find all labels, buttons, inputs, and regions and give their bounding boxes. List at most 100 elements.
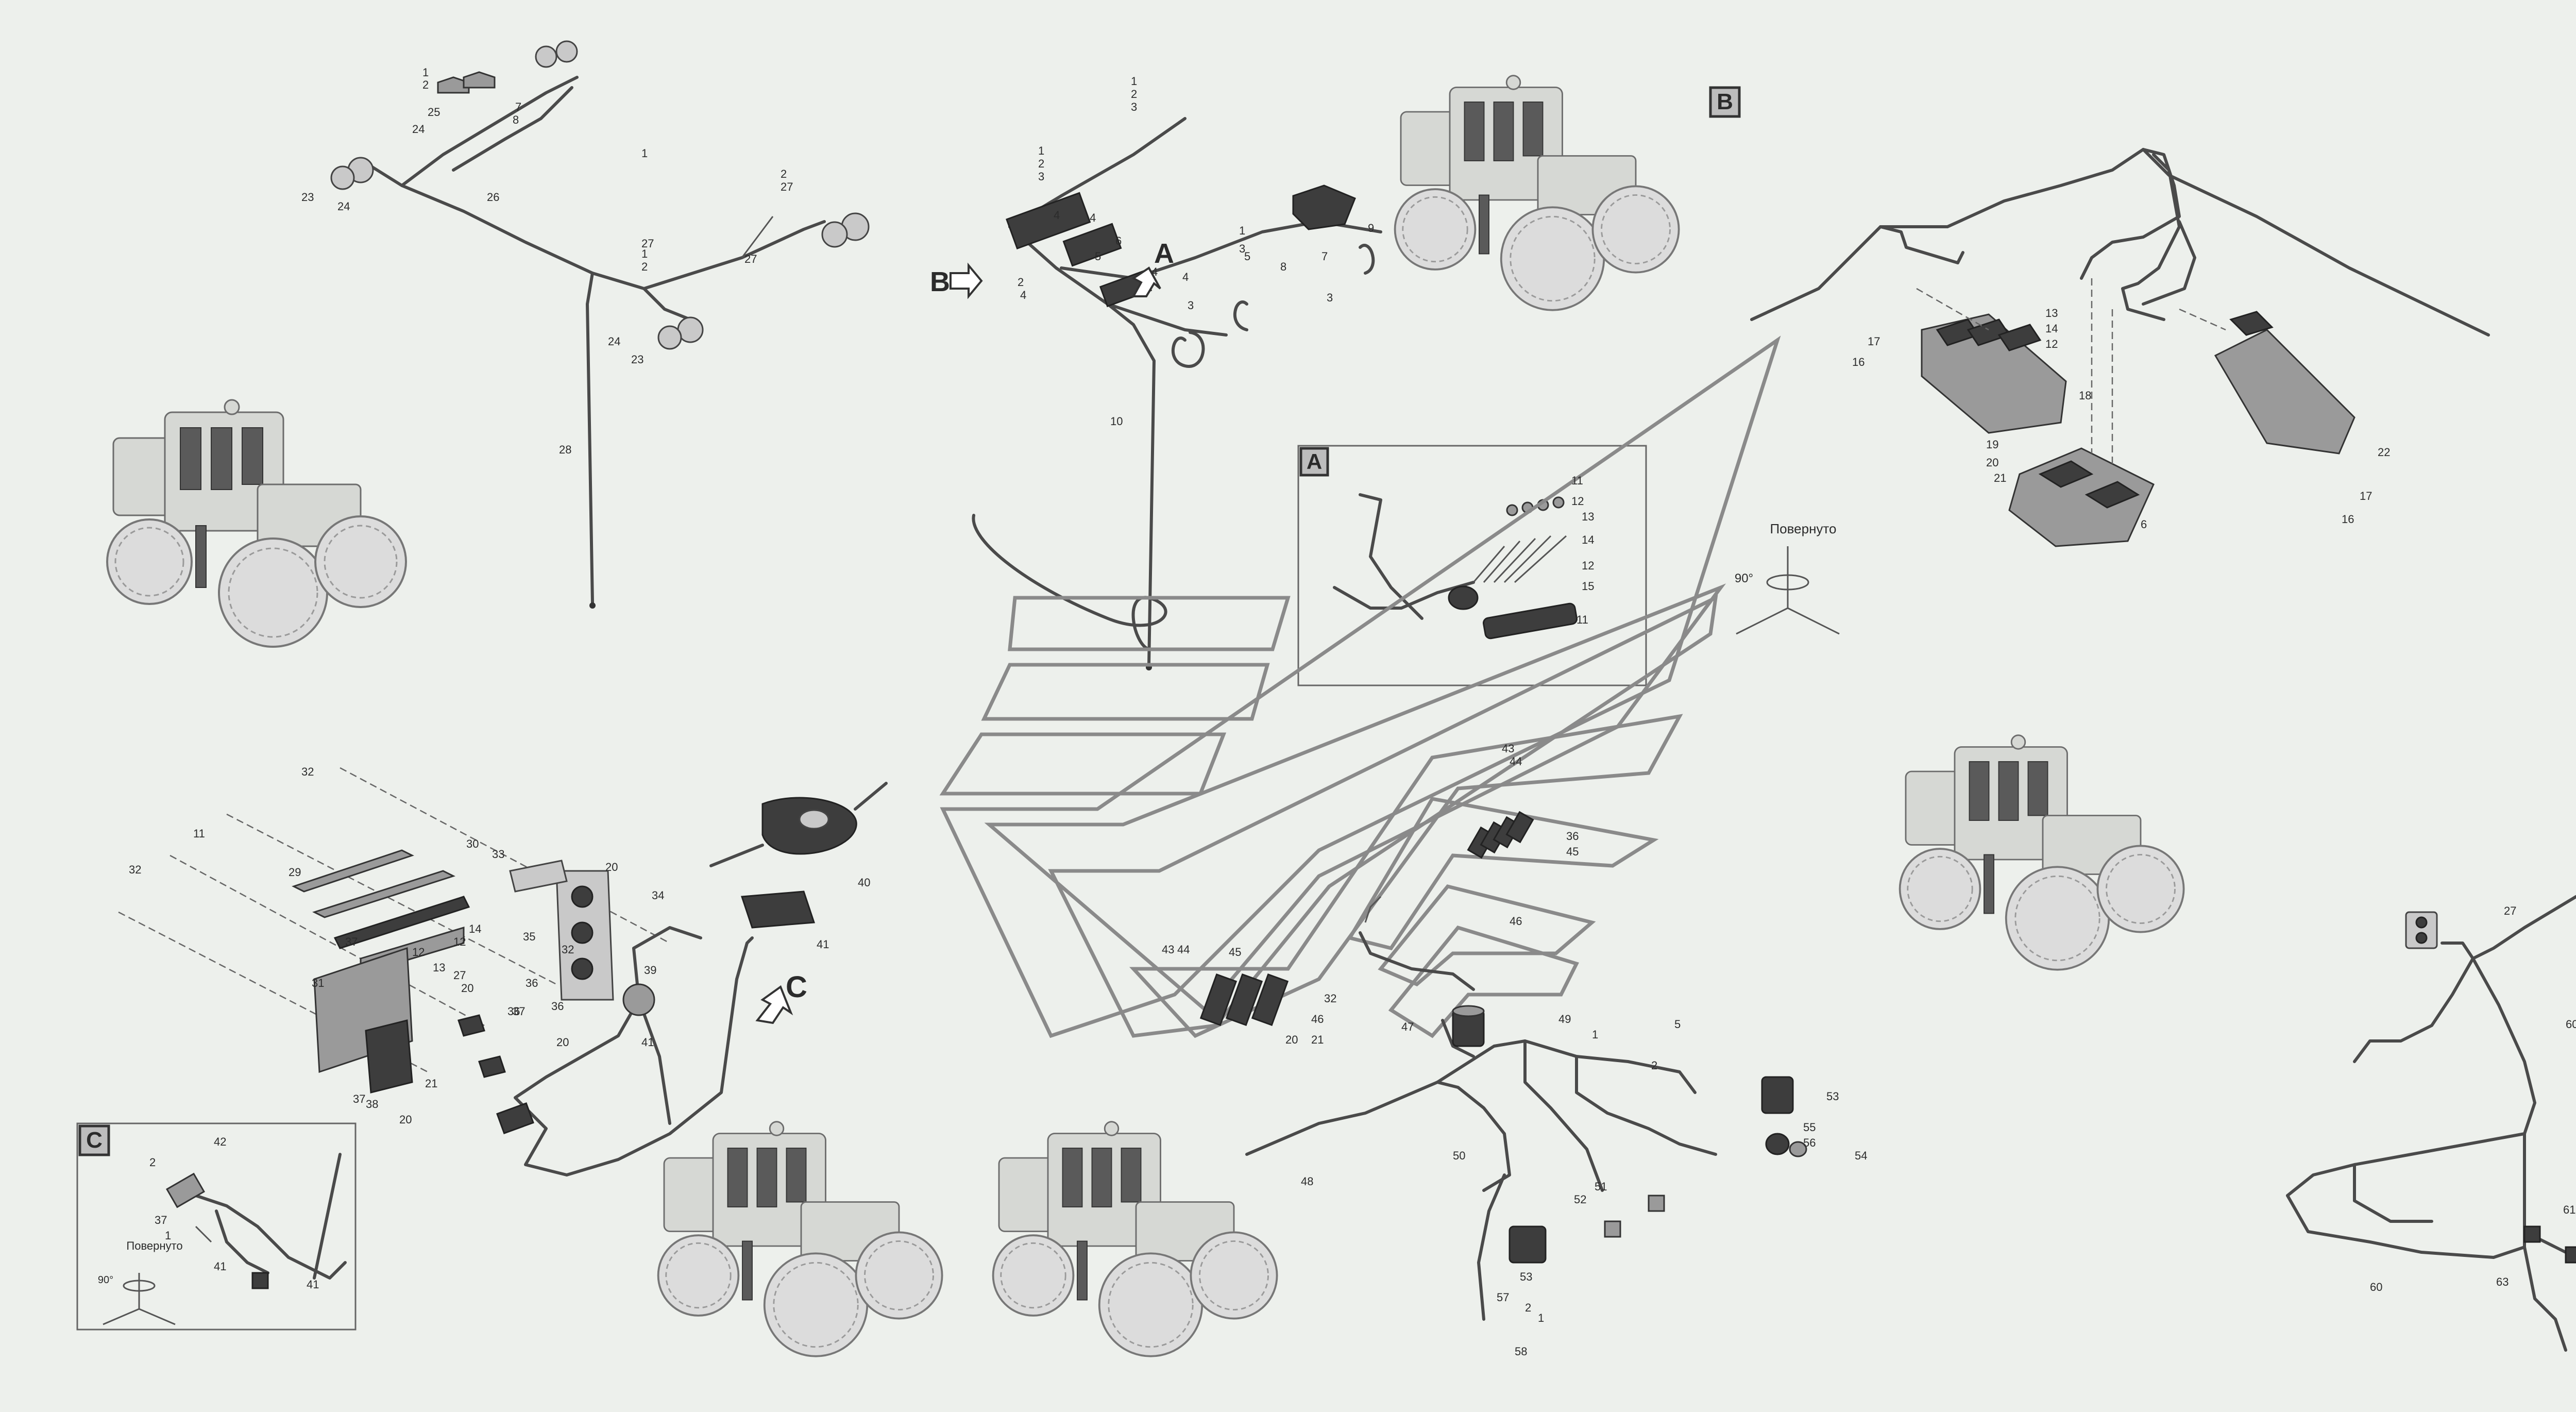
callout-number: 1	[165, 1229, 171, 1242]
callout-number: 50	[1453, 1149, 1465, 1162]
callout-number: 4	[1182, 271, 1189, 283]
callout-number: 27	[744, 253, 757, 265]
callout-number: 28	[559, 443, 571, 456]
callout-number: 24	[412, 123, 425, 136]
callout-number: 34	[652, 889, 664, 902]
callout-number: 3	[1131, 100, 1137, 113]
callout-number: 5	[1095, 250, 1101, 263]
callout-number: 27	[641, 237, 654, 250]
svg-text:C: C	[86, 1128, 103, 1153]
svg-text:A: A	[1307, 449, 1322, 474]
callout-number: 11	[193, 827, 205, 840]
callout-number: 37	[353, 1092, 365, 1105]
tractor-symbol-bottom-center	[992, 1120, 1278, 1357]
callout-number: 2	[149, 1156, 156, 1169]
callout-number: 21	[1311, 1033, 1324, 1046]
callout-number: 17	[1868, 335, 1880, 348]
callout-number: 8	[1280, 260, 1286, 273]
callout-number: 12	[412, 946, 425, 959]
callout-number: 37	[345, 935, 358, 948]
callout-number: 16	[2342, 513, 2354, 526]
view-arrow-b: B	[930, 262, 983, 299]
callout-number: 41	[641, 1036, 654, 1049]
callout-number: 20	[399, 1113, 412, 1126]
harness-top-left	[330, 40, 870, 609]
harness-top-center	[972, 117, 1382, 670]
rotation-angle: 90°	[1735, 571, 1753, 585]
callout-number: 24	[337, 200, 350, 213]
callout-number: 7	[1321, 250, 1328, 263]
callout-number: 4	[1090, 211, 1096, 224]
callout-number: 57	[1497, 1291, 1509, 1304]
callout-number: 20	[461, 982, 473, 995]
callout-number: 48	[1301, 1175, 1313, 1188]
rotation-label: Повернуто	[1770, 521, 1836, 536]
callout-number: 3	[1327, 291, 1333, 304]
marker-c-detail: C	[78, 1124, 110, 1156]
rotation-indicator-c: Повернуто 90°	[98, 1239, 183, 1325]
callout-number: 4	[1020, 289, 1026, 301]
callout-number: 37	[155, 1214, 167, 1226]
callout-number: 49	[1558, 1013, 1571, 1026]
callout-number: 27	[2504, 904, 2516, 917]
callout-number: 22	[2378, 446, 2390, 459]
callout-number: 7	[515, 100, 521, 113]
callout-number: 61	[2563, 1203, 2575, 1216]
callout-number: 25	[428, 106, 440, 119]
callout-number: 20	[1285, 1033, 1298, 1046]
callout-number: 42	[214, 1135, 226, 1148]
callout-number: 23	[301, 191, 314, 204]
callout-number: 6	[2141, 518, 2147, 531]
callout-number: 54	[1855, 1149, 1867, 1162]
callout-number: 23	[631, 353, 643, 366]
callout-number: 27	[781, 180, 793, 193]
callout-number: 27	[453, 969, 466, 982]
callout-number: 43	[1162, 943, 1174, 956]
marker-a-detail: A	[1299, 447, 1329, 477]
callout-number: 9	[1368, 222, 1374, 234]
callout-number: 32	[129, 863, 141, 876]
callout-number: 5	[1674, 1018, 1681, 1031]
callout-number: 44	[1510, 755, 1522, 768]
svg-text:A: A	[1154, 238, 1174, 269]
callout-number: 36	[526, 977, 538, 989]
marker-b-top: B	[1709, 86, 1741, 118]
callout-number: 58	[1515, 1345, 1527, 1358]
callout-number: 12	[453, 935, 466, 948]
callout-number: 16	[1852, 356, 1865, 368]
callout-number: 1	[641, 147, 648, 160]
callout-number: 15	[1582, 580, 1594, 593]
callout-number: 2	[1018, 276, 1024, 289]
callout-number: 14	[1582, 533, 1594, 546]
callout-number: 2	[1651, 1059, 1657, 1072]
callout-number: 18	[2079, 389, 2091, 402]
callout-number: 3	[1038, 170, 1044, 183]
tractor-symbol-left	[106, 399, 407, 648]
callout-number: 31	[312, 977, 324, 989]
callout-number: 21	[425, 1077, 437, 1090]
callout-number: 32	[1324, 992, 1336, 1005]
callout-number: 60	[2370, 1281, 2382, 1293]
tractor-symbol-bottom-left	[657, 1120, 943, 1357]
harness-right	[2286, 895, 2576, 1352]
callout-number: 44	[1177, 943, 1190, 956]
callout-number: 14	[469, 922, 481, 935]
callout-number: 4	[1054, 209, 1060, 222]
callout-number: 2	[1038, 157, 1044, 170]
detail-c-frame	[76, 1122, 357, 1331]
callout-number: 1	[1538, 1312, 1544, 1324]
callout-number: 33	[492, 848, 504, 861]
callout-number: 13	[2045, 307, 2058, 320]
callout-number: 45	[1566, 845, 1579, 858]
callout-number: 11	[1571, 474, 1583, 487]
callout-number: 2	[1525, 1301, 1531, 1314]
callout-number: 40	[858, 876, 870, 889]
callout-number: 12	[1582, 559, 1594, 572]
callout-number: 5	[1244, 250, 1250, 263]
callout-number: 1	[1038, 144, 1044, 157]
callout-number: 8	[513, 113, 519, 126]
view-arrow-c: C	[755, 970, 807, 1024]
callout-number: 53	[1520, 1270, 1532, 1283]
callout-number: 2	[641, 260, 648, 273]
